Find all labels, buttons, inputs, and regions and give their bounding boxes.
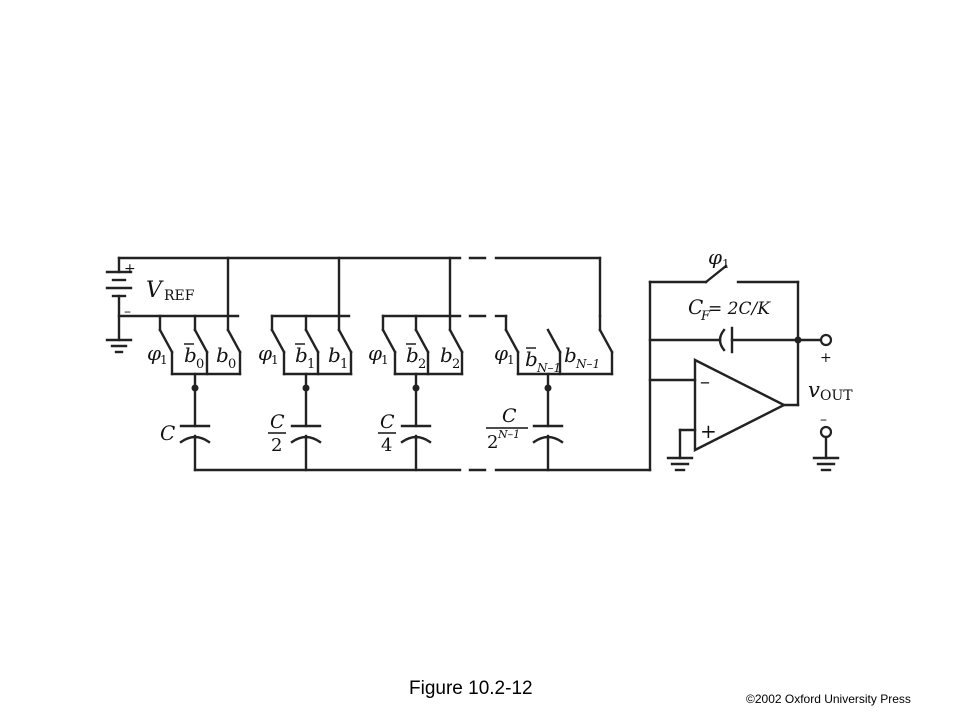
b2-label: b — [440, 343, 453, 367]
stage-n-1: φ 1 b N–1 b N–1 C 2 N–1 — [486, 314, 614, 472]
svg-text:0: 0 — [228, 357, 236, 372]
bn1-label: b — [564, 343, 577, 367]
svg-text:N–1: N–1 — [497, 428, 520, 441]
b1-bar-label: b — [295, 343, 308, 367]
svg-text:N–1: N–1 — [575, 357, 600, 371]
stage-2: φ 1 b 2 b 2 C 4 — [368, 314, 464, 472]
svg-text:2: 2 — [418, 357, 426, 372]
cf-label: C — [688, 295, 703, 319]
svg-text:2: 2 — [452, 357, 460, 372]
summing-bus — [193, 280, 697, 472]
stage-0: φ 1 b 0 b 0 C — [147, 314, 242, 472]
svg-text:0: 0 — [196, 357, 204, 372]
vref-subscript: REF — [164, 288, 195, 304]
vout-label: v — [808, 378, 820, 402]
cap-cn-num: C — [502, 405, 517, 427]
svg-text:F: F — [700, 309, 711, 324]
feedback-phi-label: φ — [708, 245, 722, 269]
phi1-label: φ — [258, 341, 272, 365]
cap-c2-den: 2 — [271, 435, 282, 456]
vref-label: V — [146, 278, 164, 303]
b0-label: b — [216, 343, 229, 367]
svg-text:1: 1 — [340, 357, 348, 372]
output-terminal — [819, 333, 833, 347]
phi1-label: φ — [147, 341, 161, 365]
out-minus: – — [820, 412, 827, 428]
battery-minus: – — [124, 304, 131, 320]
svg-text:1: 1 — [160, 353, 168, 367]
b0-bar-label: b — [184, 343, 197, 367]
cap-cn-den: 2 — [487, 432, 498, 453]
cap-c4-num: C — [380, 411, 395, 433]
cap-c-label: C — [160, 421, 175, 445]
phi1-label: φ — [368, 341, 382, 365]
bn1-bar-label: b — [525, 347, 538, 371]
svg-text:1: 1 — [381, 353, 389, 367]
phi1-label: φ — [494, 341, 508, 365]
b2-bar-label: b — [406, 343, 419, 367]
svg-text:1: 1 — [307, 357, 315, 372]
stage-1: φ 1 b 1 b 1 C 2 — [258, 314, 353, 472]
feedback-network: φ 1 C F = 2C/K — [648, 245, 822, 354]
out-plus: + — [820, 350, 832, 366]
copyright-notice: ©2002 Oxford University Press — [746, 692, 911, 706]
battery-plus: + — [124, 261, 136, 277]
figure-caption: Figure 10.2-12 — [409, 678, 533, 699]
cap-c2-num: C — [270, 411, 285, 433]
cf-value: = 2C/K — [708, 299, 771, 319]
opamp-plus: + — [700, 419, 717, 443]
opamp-minus: – — [700, 369, 710, 393]
output-ground-terminal — [819, 425, 833, 439]
reference-bus — [117, 256, 602, 318]
b1-label: b — [328, 343, 341, 367]
svg-text:1: 1 — [722, 257, 730, 271]
vref-battery: + – — [105, 261, 136, 354]
cap-c4-den: 4 — [381, 435, 392, 456]
svg-text:1: 1 — [271, 353, 279, 367]
output-terminals: + – v OUT — [808, 333, 853, 472]
svg-text:1: 1 — [507, 353, 515, 367]
vout-subscript: OUT — [820, 388, 853, 404]
svg-text:N–1: N–1 — [536, 361, 561, 375]
opamp: – + — [666, 338, 800, 472]
